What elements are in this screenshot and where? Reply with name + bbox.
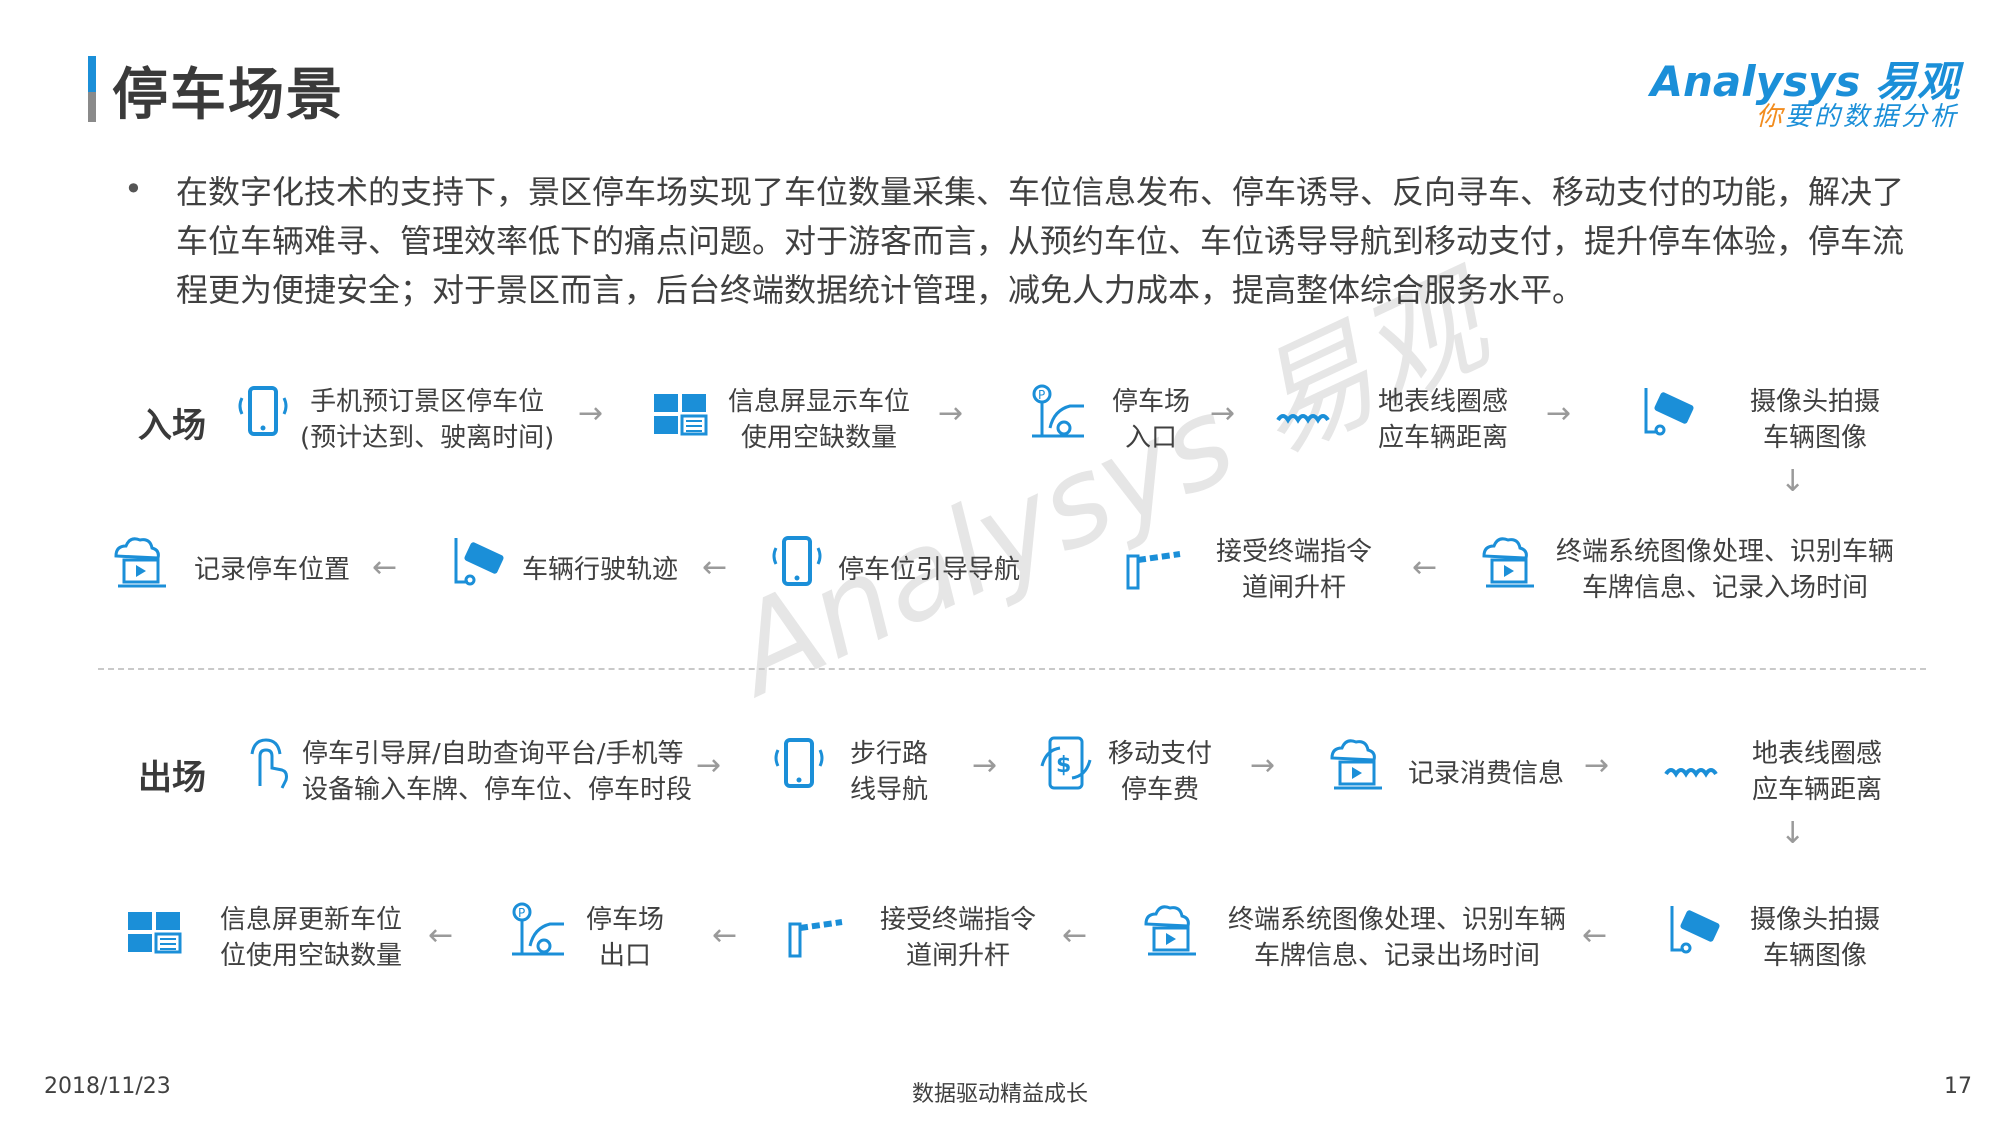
exit-step-5: 地表线圈感应车辆距离 (1752, 739, 1883, 805)
entry-step-7: 接受终端指令道闸升杆 (1216, 537, 1373, 603)
arrow-down: ↓ (1780, 464, 1806, 499)
phone-icon (772, 536, 822, 586)
coil-icon (1276, 414, 1330, 422)
footer-date: 2018/11/23 (44, 1074, 171, 1099)
exit-step-3: 移动支付停车费 (1108, 739, 1213, 805)
payment-icon (1040, 736, 1092, 790)
exit-step-9: 停车场出口 (586, 905, 665, 971)
arrow-right: → (1546, 396, 1572, 431)
exit-step-10: 信息屏更新车位位使用空缺数量 (220, 905, 403, 971)
cloud-icon (1144, 905, 1198, 956)
phone-icon (238, 386, 288, 436)
barrier-icon (786, 906, 846, 962)
arrow-right: → (578, 396, 604, 431)
arrow-right: → (972, 748, 998, 783)
page-title: 停车场景 (112, 63, 344, 128)
entry-step-10: 记录停车位置 (194, 555, 351, 585)
logo-tagline: 你要的数据分析 (1756, 96, 1959, 133)
footer-slogan: 数据驱动精益成长 (912, 1082, 1089, 1107)
logo-tagline-rest: 要的数据分析 (1784, 102, 1959, 132)
title-accent-bar-gray (88, 92, 96, 122)
parking-icon (1030, 384, 1086, 438)
intro-text: 在数字化技术的支持下，景区停车场实现了车位数量采集、车位信息发布、停车诱导、反向… (176, 173, 1905, 309)
exit-label: 出场 (138, 758, 206, 798)
arrow-left: ← (712, 918, 738, 953)
arrow-right: → (696, 748, 722, 783)
arrow-right: → (938, 396, 964, 431)
parking-icon (510, 902, 566, 956)
screen-icon (126, 910, 182, 954)
entry-step-2: 信息屏显示车位使用空缺数量 (728, 387, 911, 453)
logo-tagline-prefix: 你 (1755, 102, 1785, 132)
barrier-icon (1124, 538, 1184, 594)
arrow-left: ← (372, 550, 398, 585)
camera-icon (1670, 904, 1723, 954)
exit-step-1: 停车引导屏/自助查询平台/手机等设备输入车牌、停车位、停车时段 (302, 739, 693, 805)
logo: Analysys 易观 (1650, 57, 1959, 106)
page-number: 17 (1944, 1074, 1972, 1099)
entry-step-8: 停车位引导导航 (838, 555, 1021, 585)
arrow-down: ↓ (1780, 816, 1806, 851)
arrow-left: ← (1062, 918, 1088, 953)
camera-icon (1644, 386, 1697, 436)
entry-step-9: 车辆行驶轨迹 (522, 555, 679, 585)
cloud-icon (1482, 537, 1536, 588)
exit-step-4: 记录消费信息 (1408, 759, 1565, 789)
arrow-right: → (1250, 748, 1276, 783)
exit-step-6: 摄像头拍摄车辆图像 (1750, 905, 1881, 971)
entry-step-6: 终端系统图像处理、识别车辆车牌信息、记录入场时间 (1556, 537, 1895, 603)
arrow-right: → (1210, 396, 1236, 431)
cloud-icon (1330, 739, 1384, 790)
arrow-left: ← (702, 550, 728, 585)
touch-icon (250, 738, 288, 790)
cloud-icon (114, 537, 168, 588)
arrow-right: → (1584, 748, 1610, 783)
arrow-left: ← (428, 918, 454, 953)
section-divider (98, 668, 1926, 670)
coil-icon (1664, 768, 1718, 776)
exit-step-8: 接受终端指令道闸升杆 (880, 905, 1037, 971)
arrow-left: ← (1412, 550, 1438, 585)
phone-icon (774, 738, 824, 788)
exit-step-7: 终端系统图像处理、识别车辆车牌信息、记录出场时间 (1228, 905, 1567, 971)
arrow-left: ← (1582, 918, 1608, 953)
entry-step-4: 地表线圈感应车辆距离 (1378, 387, 1509, 453)
exit-step-2: 步行路线导航 (850, 739, 929, 805)
entry-step-1: 手机预订景区停车位(预计达到、驶离时间) (300, 387, 555, 453)
entry-step-3: 停车场入口 (1112, 387, 1191, 453)
entry-label: 入场 (138, 406, 206, 446)
entry-step-5: 摄像头拍摄车辆图像 (1750, 387, 1881, 453)
title-accent-bar (88, 56, 96, 122)
intro-bullet: • (124, 170, 143, 208)
screen-icon (652, 392, 708, 436)
camera-icon (454, 536, 507, 586)
